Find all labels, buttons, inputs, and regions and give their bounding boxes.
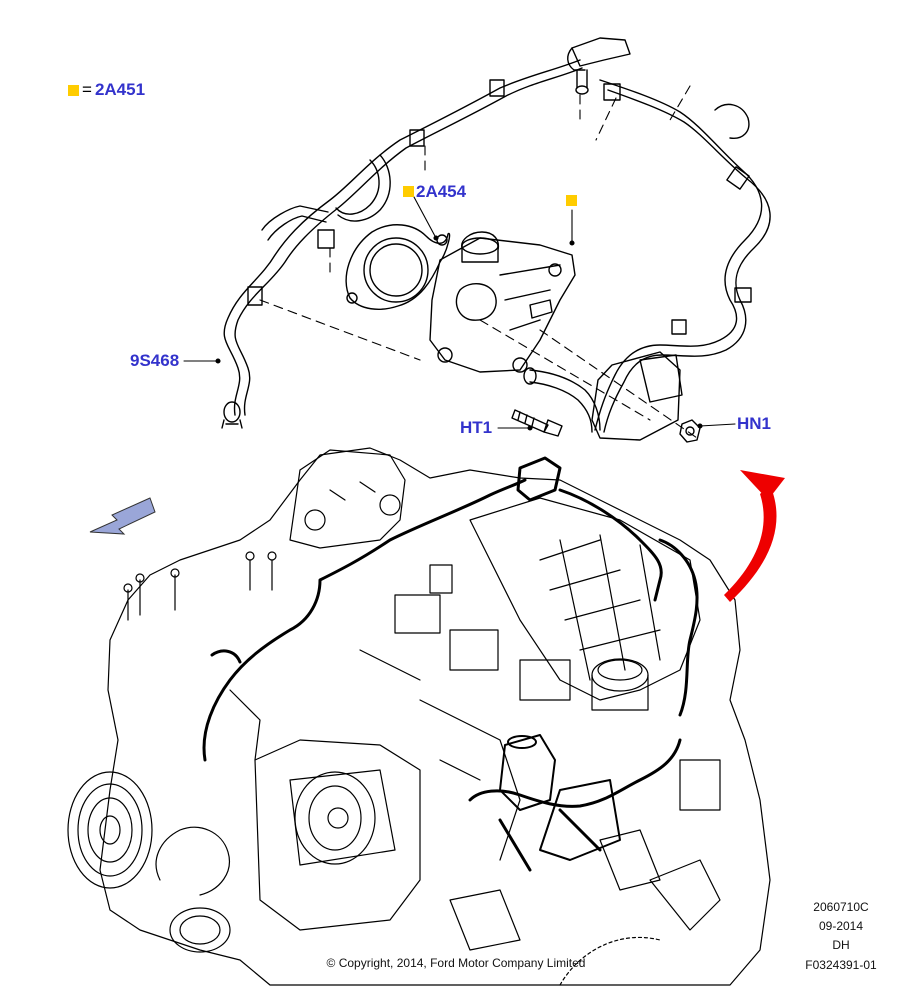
vacuum-solenoid-valve [523, 351, 683, 441]
drawing-date: 09-2014 [818, 919, 864, 933]
drawing-author: DH [832, 938, 850, 952]
vacuum-hose-installed [202, 456, 699, 872]
vacuum-hose-branch-right [594, 79, 771, 433]
yellow-marker-pump [566, 195, 577, 206]
nut-hn1 [679, 419, 701, 443]
yellow-marker-2a454 [403, 186, 414, 197]
callout-ht1: HT1 [460, 418, 493, 437]
direction-arrow-icon [89, 497, 156, 535]
callout-2a454: 2A454 [416, 182, 467, 201]
vacuum-pump [429, 231, 576, 373]
legend-part-number: 2A451 [94, 80, 146, 99]
assembly-guide-lines [259, 85, 701, 441]
callout-9s468: 9S468 [130, 351, 180, 370]
legend-equals: = [82, 80, 92, 99]
red-curved-arrow-icon [724, 470, 785, 602]
drawing-number: 2060710C [813, 900, 869, 914]
legend-2a451: =2A451 [68, 80, 145, 100]
copyright-notice: © Copyright, 2014, Ford Motor Company Li… [326, 956, 586, 970]
yellow-square-icon [68, 85, 79, 97]
vacuum-hose-9s468 [221, 59, 583, 429]
quick-connector-top [567, 37, 631, 95]
callout-hn1: HN1 [737, 414, 772, 433]
drawing-reference: F0324391-01 [805, 958, 877, 972]
leader-lines [183, 196, 736, 431]
engine-assembly [67, 447, 771, 986]
bolt-ht1 [511, 409, 563, 437]
